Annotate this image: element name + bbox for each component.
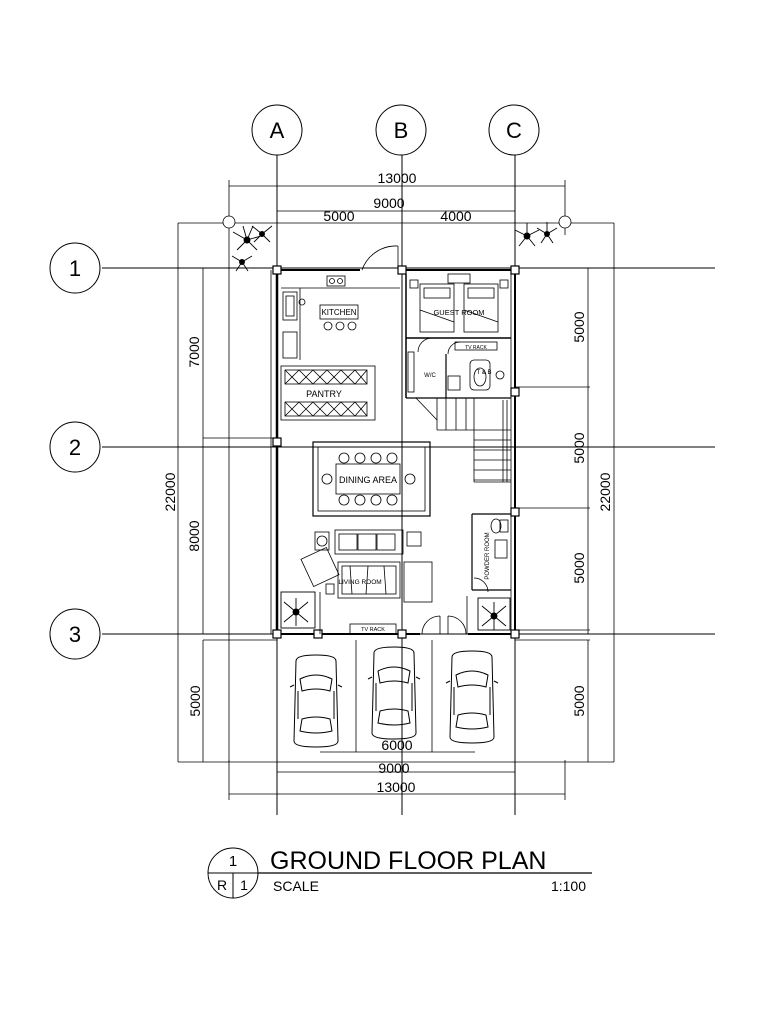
guest-room-label: GUEST ROOM: [433, 308, 484, 317]
dim-top-middle: 9000: [373, 195, 404, 211]
dim-top-right-bay: 4000: [440, 208, 471, 224]
pantry-area: [280, 365, 376, 421]
drawing-number: 1: [229, 853, 237, 870]
grid-bubble-c: C: [488, 104, 540, 156]
svg-text:2: 2: [69, 435, 81, 460]
svg-text:A: A: [270, 118, 285, 143]
plant-icons: [231, 222, 558, 631]
powder-room: [471, 513, 511, 593]
car-icon: [367, 646, 421, 740]
staircase: [406, 397, 511, 483]
tv-rack-living-label: TV RACK: [361, 627, 385, 633]
exterior-walls: [270, 269, 516, 635]
dim-right-bay3: 5000: [571, 552, 587, 583]
dim-left-garage: 5000: [187, 685, 203, 716]
dim-left-overall: 22000: [162, 472, 178, 511]
dim-bottom-overall: 13000: [377, 779, 416, 795]
car-icon: [289, 654, 343, 748]
guest-room-area: [405, 273, 511, 398]
wic-label: W/C: [424, 373, 436, 379]
dim-right-bay2: 5000: [571, 432, 587, 463]
pantry-label: PANTRY: [306, 389, 342, 399]
dim-left-lower: 8000: [186, 520, 202, 551]
living-room-area: [300, 529, 468, 635]
dim-bottom-middle: 9000: [378, 760, 409, 776]
car-icon: [445, 650, 499, 744]
svg-text:1: 1: [69, 256, 81, 281]
svg-text:C: C: [506, 118, 522, 143]
scale-label: SCALE: [273, 878, 319, 894]
datum-marker-right: [558, 215, 572, 229]
datum-marker-left: [222, 215, 236, 229]
dimension-lines: [177, 180, 615, 800]
dining-label: DINING AREA: [339, 475, 397, 485]
grid-bubble-1: 1: [49, 242, 101, 294]
dim-right-overall: 22000: [597, 472, 613, 511]
title-block: 1 R 1 GROUND FLOOR PLAN SCALE 1:100: [207, 847, 592, 899]
grid-bubble-a: A: [251, 104, 303, 156]
scale-value: 1:100: [551, 878, 586, 894]
dim-top-left-bay: 5000: [323, 208, 354, 224]
sheet-ref: R: [217, 877, 227, 893]
svg-text:3: 3: [69, 622, 81, 647]
living-room-label: LIVING ROOM: [338, 579, 381, 586]
dim-right-bay1: 5000: [571, 311, 587, 342]
structural-columns: [272, 265, 520, 639]
grid-bubble-b: B: [375, 104, 427, 156]
kitchen-entry-door: [361, 245, 399, 271]
kitchen-area: [281, 275, 400, 360]
dim-bottom-garage: 6000: [381, 737, 412, 753]
dining-area: [312, 441, 431, 517]
grid-bubble-2: 2: [49, 421, 101, 473]
garage-area: [276, 640, 516, 762]
tnb-label: T & B: [477, 370, 492, 376]
dim-top-overall: 13000: [378, 170, 417, 186]
powder-room-label: POWDER ROOM: [485, 532, 491, 579]
tv-rack-guest-label: TV RACK: [465, 345, 487, 351]
grid-bubble-3: 3: [49, 608, 101, 660]
drawing-title: GROUND FLOOR PLAN: [270, 847, 546, 875]
dim-left-upper: 7000: [186, 336, 202, 367]
dim-right-garage: 5000: [571, 685, 587, 716]
kitchen-label: KITCHEN: [321, 308, 356, 317]
sheet-number: 1: [240, 877, 248, 893]
svg-text:B: B: [394, 118, 409, 143]
